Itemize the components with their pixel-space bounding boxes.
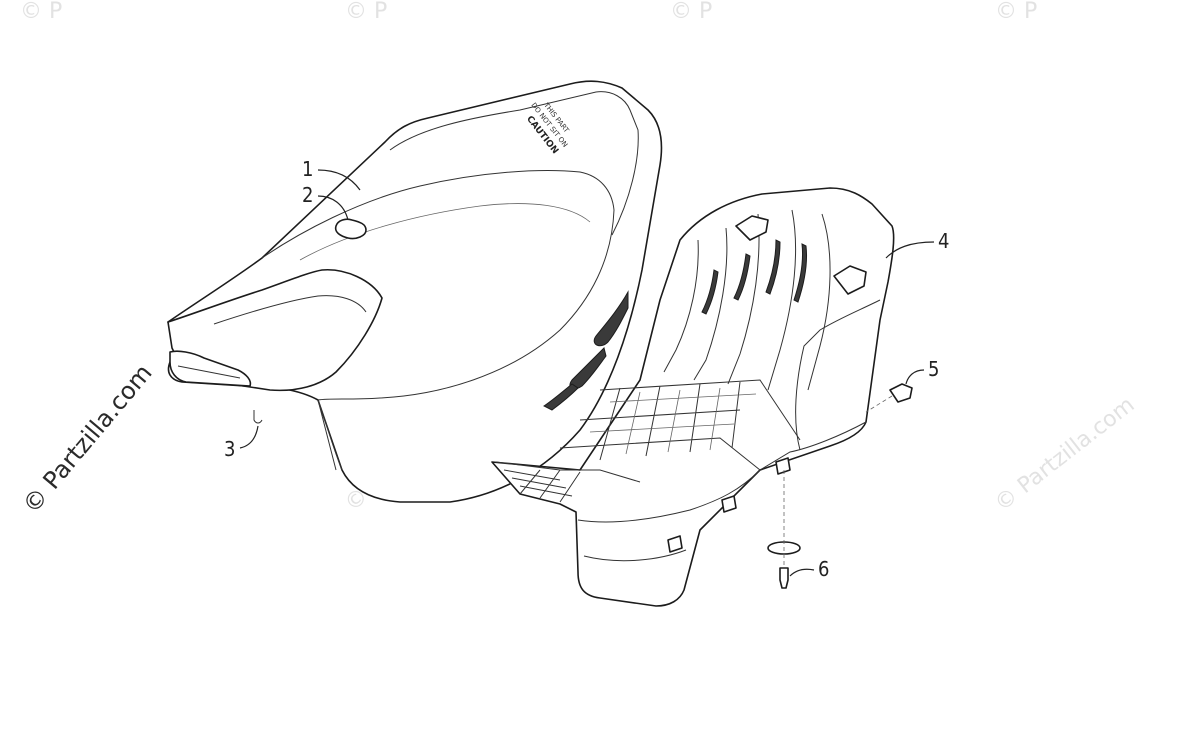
seat-base-slot-2	[765, 239, 781, 295]
watermark-side: © Partzilla.com	[17, 359, 157, 519]
seat-rear-panel	[389, 91, 639, 236]
seat-front-pad-inner	[213, 295, 367, 325]
bolt-assembly	[767, 470, 801, 589]
seat-base-tab-top	[735, 215, 769, 241]
seat-surface-inner	[299, 203, 591, 261]
callout-6: 6	[818, 557, 829, 581]
seat-bracket-line	[177, 365, 241, 379]
seat-base-grid	[559, 379, 801, 471]
leader-4	[885, 241, 935, 259]
seat-base-outline	[491, 187, 895, 607]
seat-base-front-rack	[495, 461, 641, 503]
leader-6	[789, 568, 815, 577]
seat-outline	[167, 80, 663, 503]
seat-surface	[261, 170, 615, 401]
seat-base-lower-2	[583, 549, 687, 562]
seat: CAUTION DO NOT SIT ON THIS PART	[167, 80, 663, 503]
leader-3	[239, 425, 259, 449]
top-watermarks: © P © P © P © P	[20, 0, 1037, 24]
seat-bracket	[169, 350, 252, 387]
grommet-part	[889, 383, 913, 403]
watermark-top-2: © P	[345, 0, 387, 24]
watermark-top-3: © P	[670, 0, 712, 24]
seat-base-rib-1	[663, 239, 699, 373]
callout-1: 1	[302, 157, 313, 181]
seat-base-slot-1	[733, 253, 751, 301]
watermark-top-4: © P	[995, 0, 1037, 24]
callout-5: 5	[928, 357, 939, 381]
seat-side-graphic-3	[543, 383, 579, 411]
seat-base-rib-2	[693, 227, 728, 381]
seat-base-slot-4	[701, 269, 719, 315]
leader-1	[317, 169, 361, 191]
seat-side-edge	[317, 399, 343, 471]
watermark-right: © Partzilla.com	[990, 393, 1139, 517]
bolt-part	[779, 567, 789, 589]
seat-base-lower	[577, 469, 761, 523]
seat-base-clip-3	[775, 457, 791, 475]
seat-base-slot-3	[793, 243, 807, 303]
seat-clip	[253, 410, 263, 424]
seat-base-rib-5	[807, 213, 831, 391]
leader-5	[905, 369, 925, 385]
seat-base	[491, 187, 895, 607]
callout-4: 4	[938, 229, 949, 253]
seat-base-side-wall-2	[759, 421, 867, 471]
seat-base-clip-1	[667, 535, 683, 553]
callout-3: 3	[224, 437, 235, 461]
seat-cap	[334, 218, 367, 240]
seat-base-grid-depth	[589, 387, 757, 455]
seat-base-rib-4	[767, 209, 797, 391]
watermark-top-1: © P	[20, 0, 62, 24]
seat-base-side-wall	[795, 299, 881, 451]
leader-2	[317, 195, 349, 221]
callouts: 1 2 3 4 5 6	[224, 157, 949, 581]
grommet-leader-dash	[865, 395, 893, 413]
seat-base-clip-2	[721, 495, 737, 513]
callout-2: 2	[302, 183, 313, 207]
seat-base-tab-right	[833, 265, 867, 295]
seat-side-graphic	[593, 290, 629, 347]
